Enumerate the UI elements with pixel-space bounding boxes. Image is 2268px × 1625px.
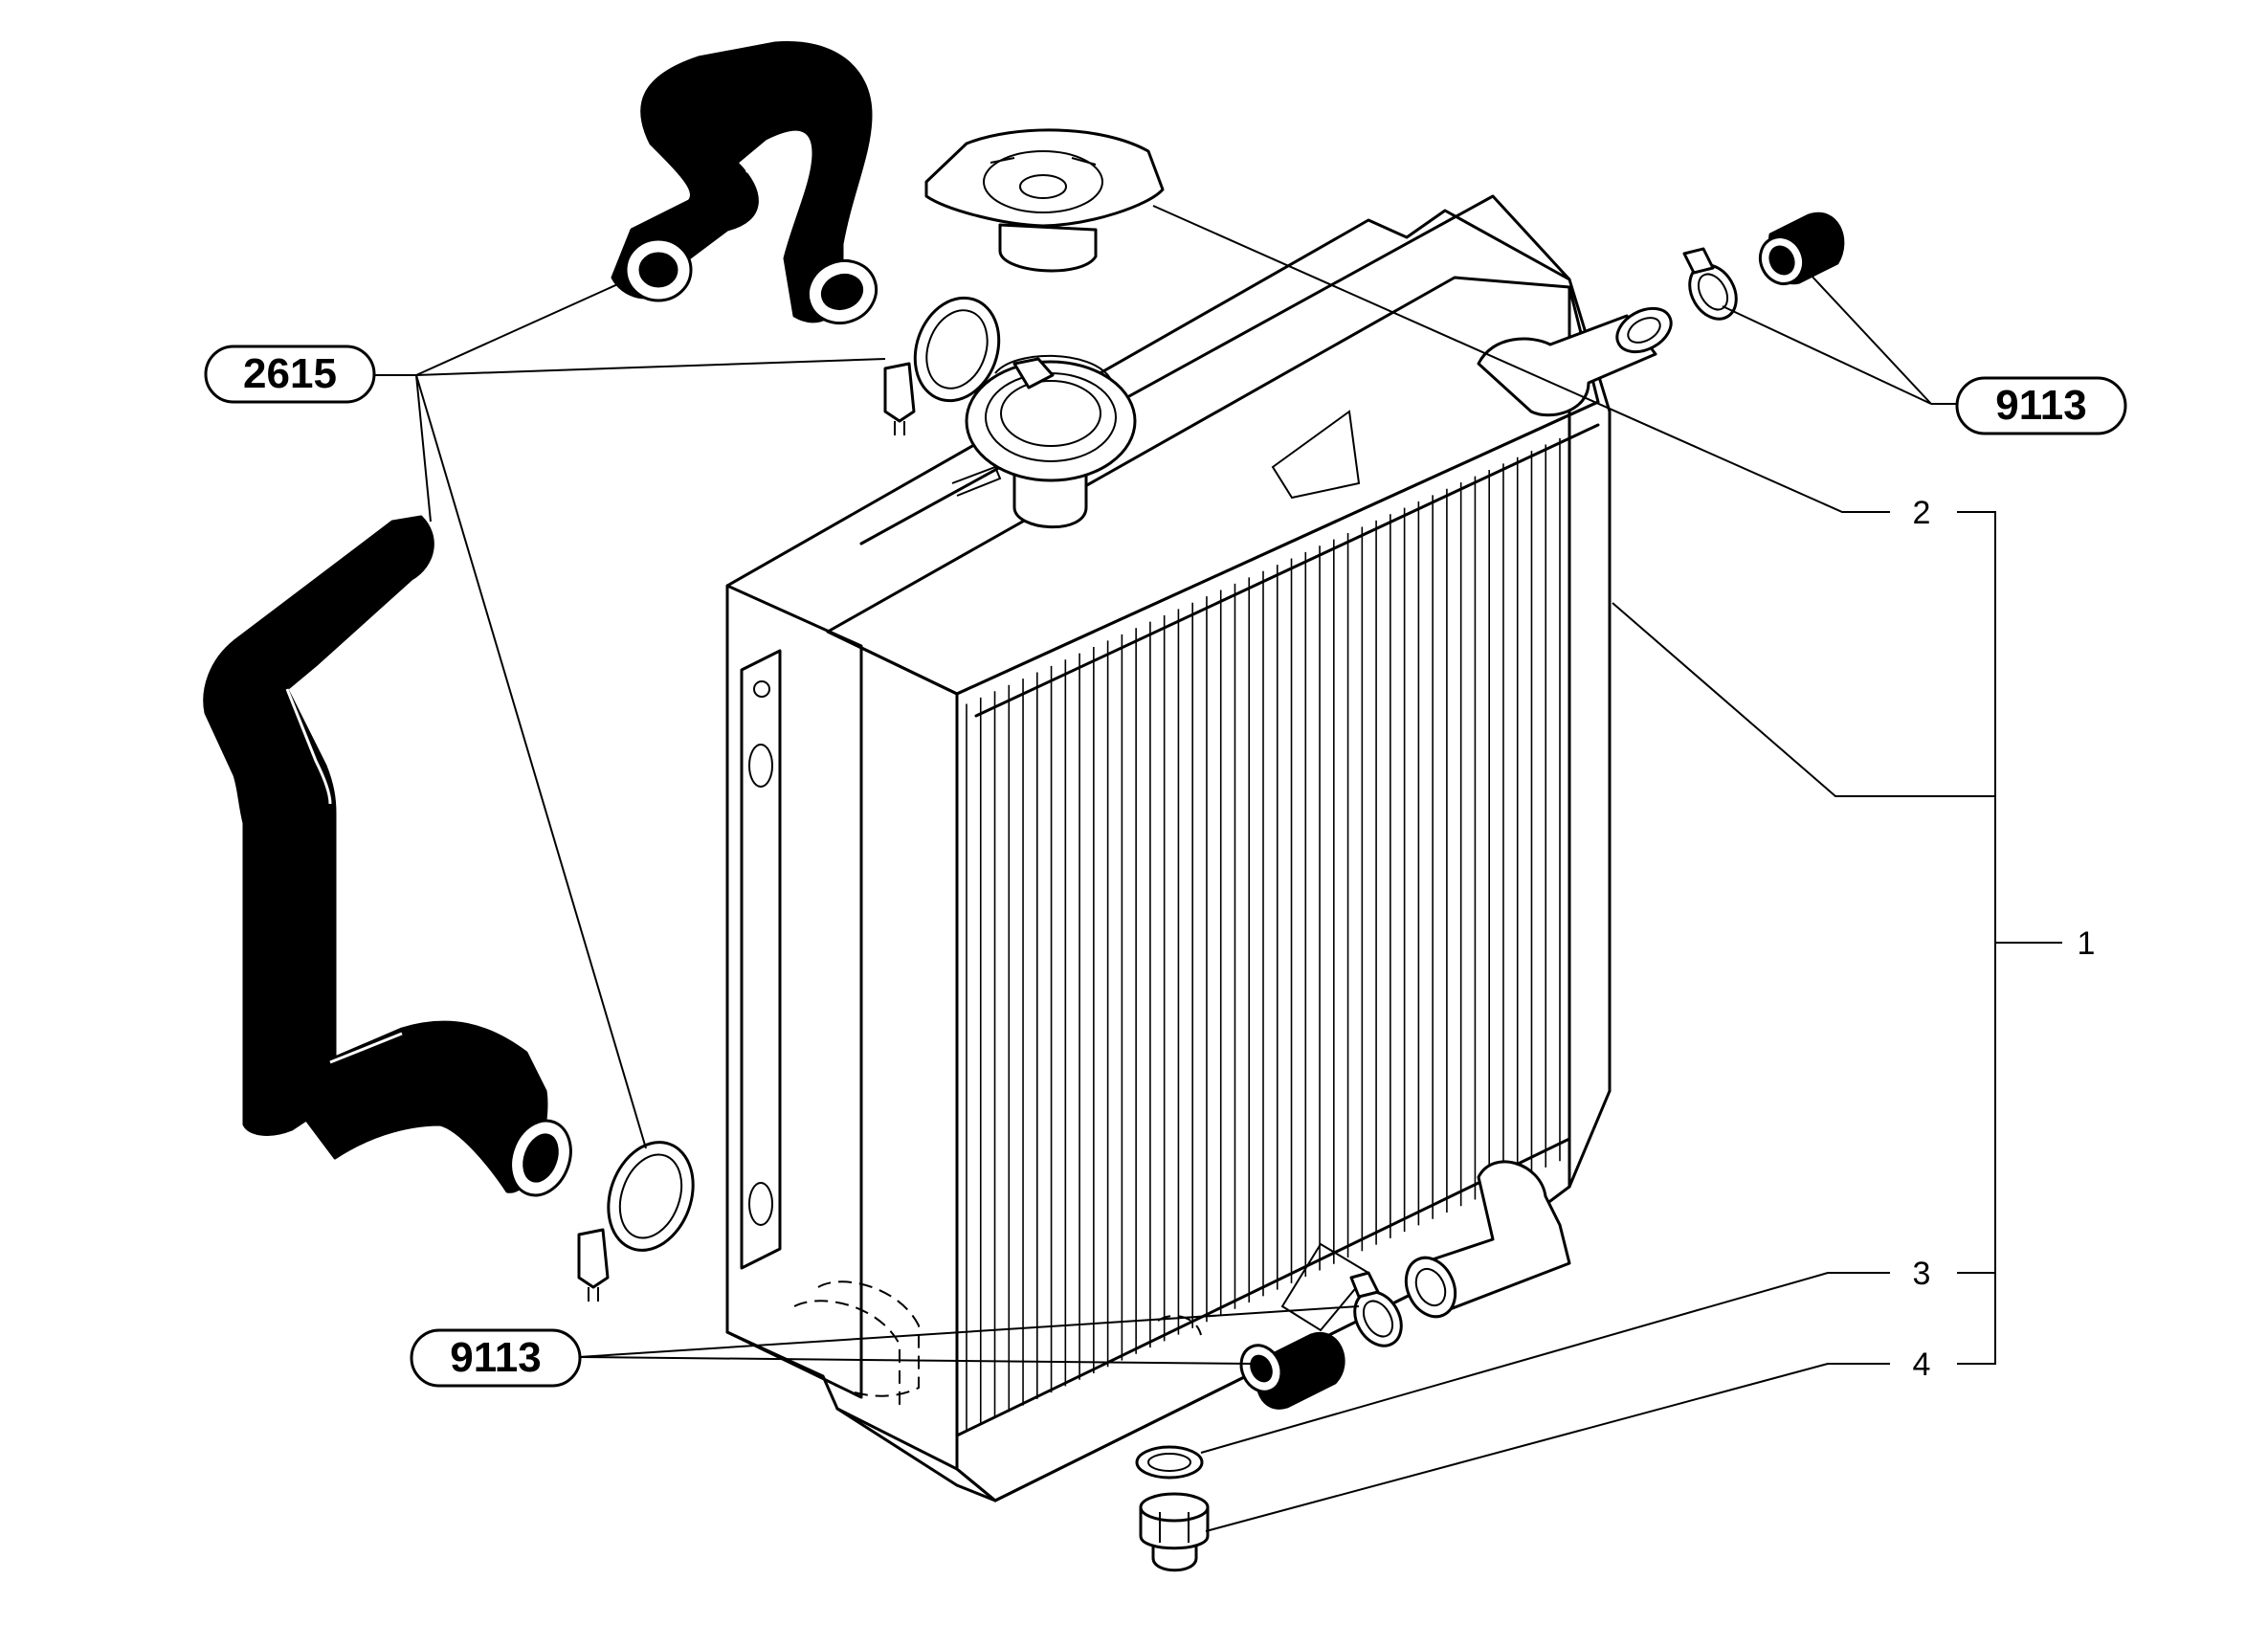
- sealing-washer: [1135, 1445, 1204, 1480]
- callout-2615: 2615: [204, 345, 376, 404]
- callout-9113-bottom: 9113: [410, 1328, 582, 1388]
- item-number-4: 4: [1913, 1347, 1931, 1383]
- callout-9113-top: 9113: [1955, 376, 2127, 435]
- radiator-assembly: [725, 194, 1612, 1503]
- item-number-1: 1: [2078, 925, 2096, 962]
- lower-radiator-hose: [203, 515, 572, 1197]
- upper-radiator-hose: [611, 40, 878, 324]
- leader-lines: [415, 205, 2062, 1532]
- filler-neck: [951, 354, 1137, 529]
- callout-9113-bottom-text: 9113: [450, 1334, 541, 1381]
- small-hose-bottom: [1239, 1331, 1345, 1410]
- item-number-3: 3: [1913, 1256, 1931, 1292]
- small-hose-top-right: [1758, 211, 1845, 285]
- lower-outlet-pipe: [1404, 1160, 1571, 1319]
- callout-9113-top-text: 9113: [1995, 382, 2086, 429]
- radiator-core-fins: [966, 437, 1561, 1432]
- upper-outlet-pipe: [1477, 306, 1673, 417]
- radiator-cap: [924, 128, 1165, 273]
- hose-clamp-lower: [577, 1141, 695, 1302]
- drain-plug: [1139, 1492, 1210, 1572]
- hose-clamp-upper: [883, 296, 1001, 435]
- callout-2615-text: 2615: [243, 350, 337, 397]
- item-number-2: 2: [1913, 495, 1931, 531]
- small-clamp-top-right: [1682, 247, 1738, 321]
- small-clamp-bottom: [1349, 1271, 1403, 1347]
